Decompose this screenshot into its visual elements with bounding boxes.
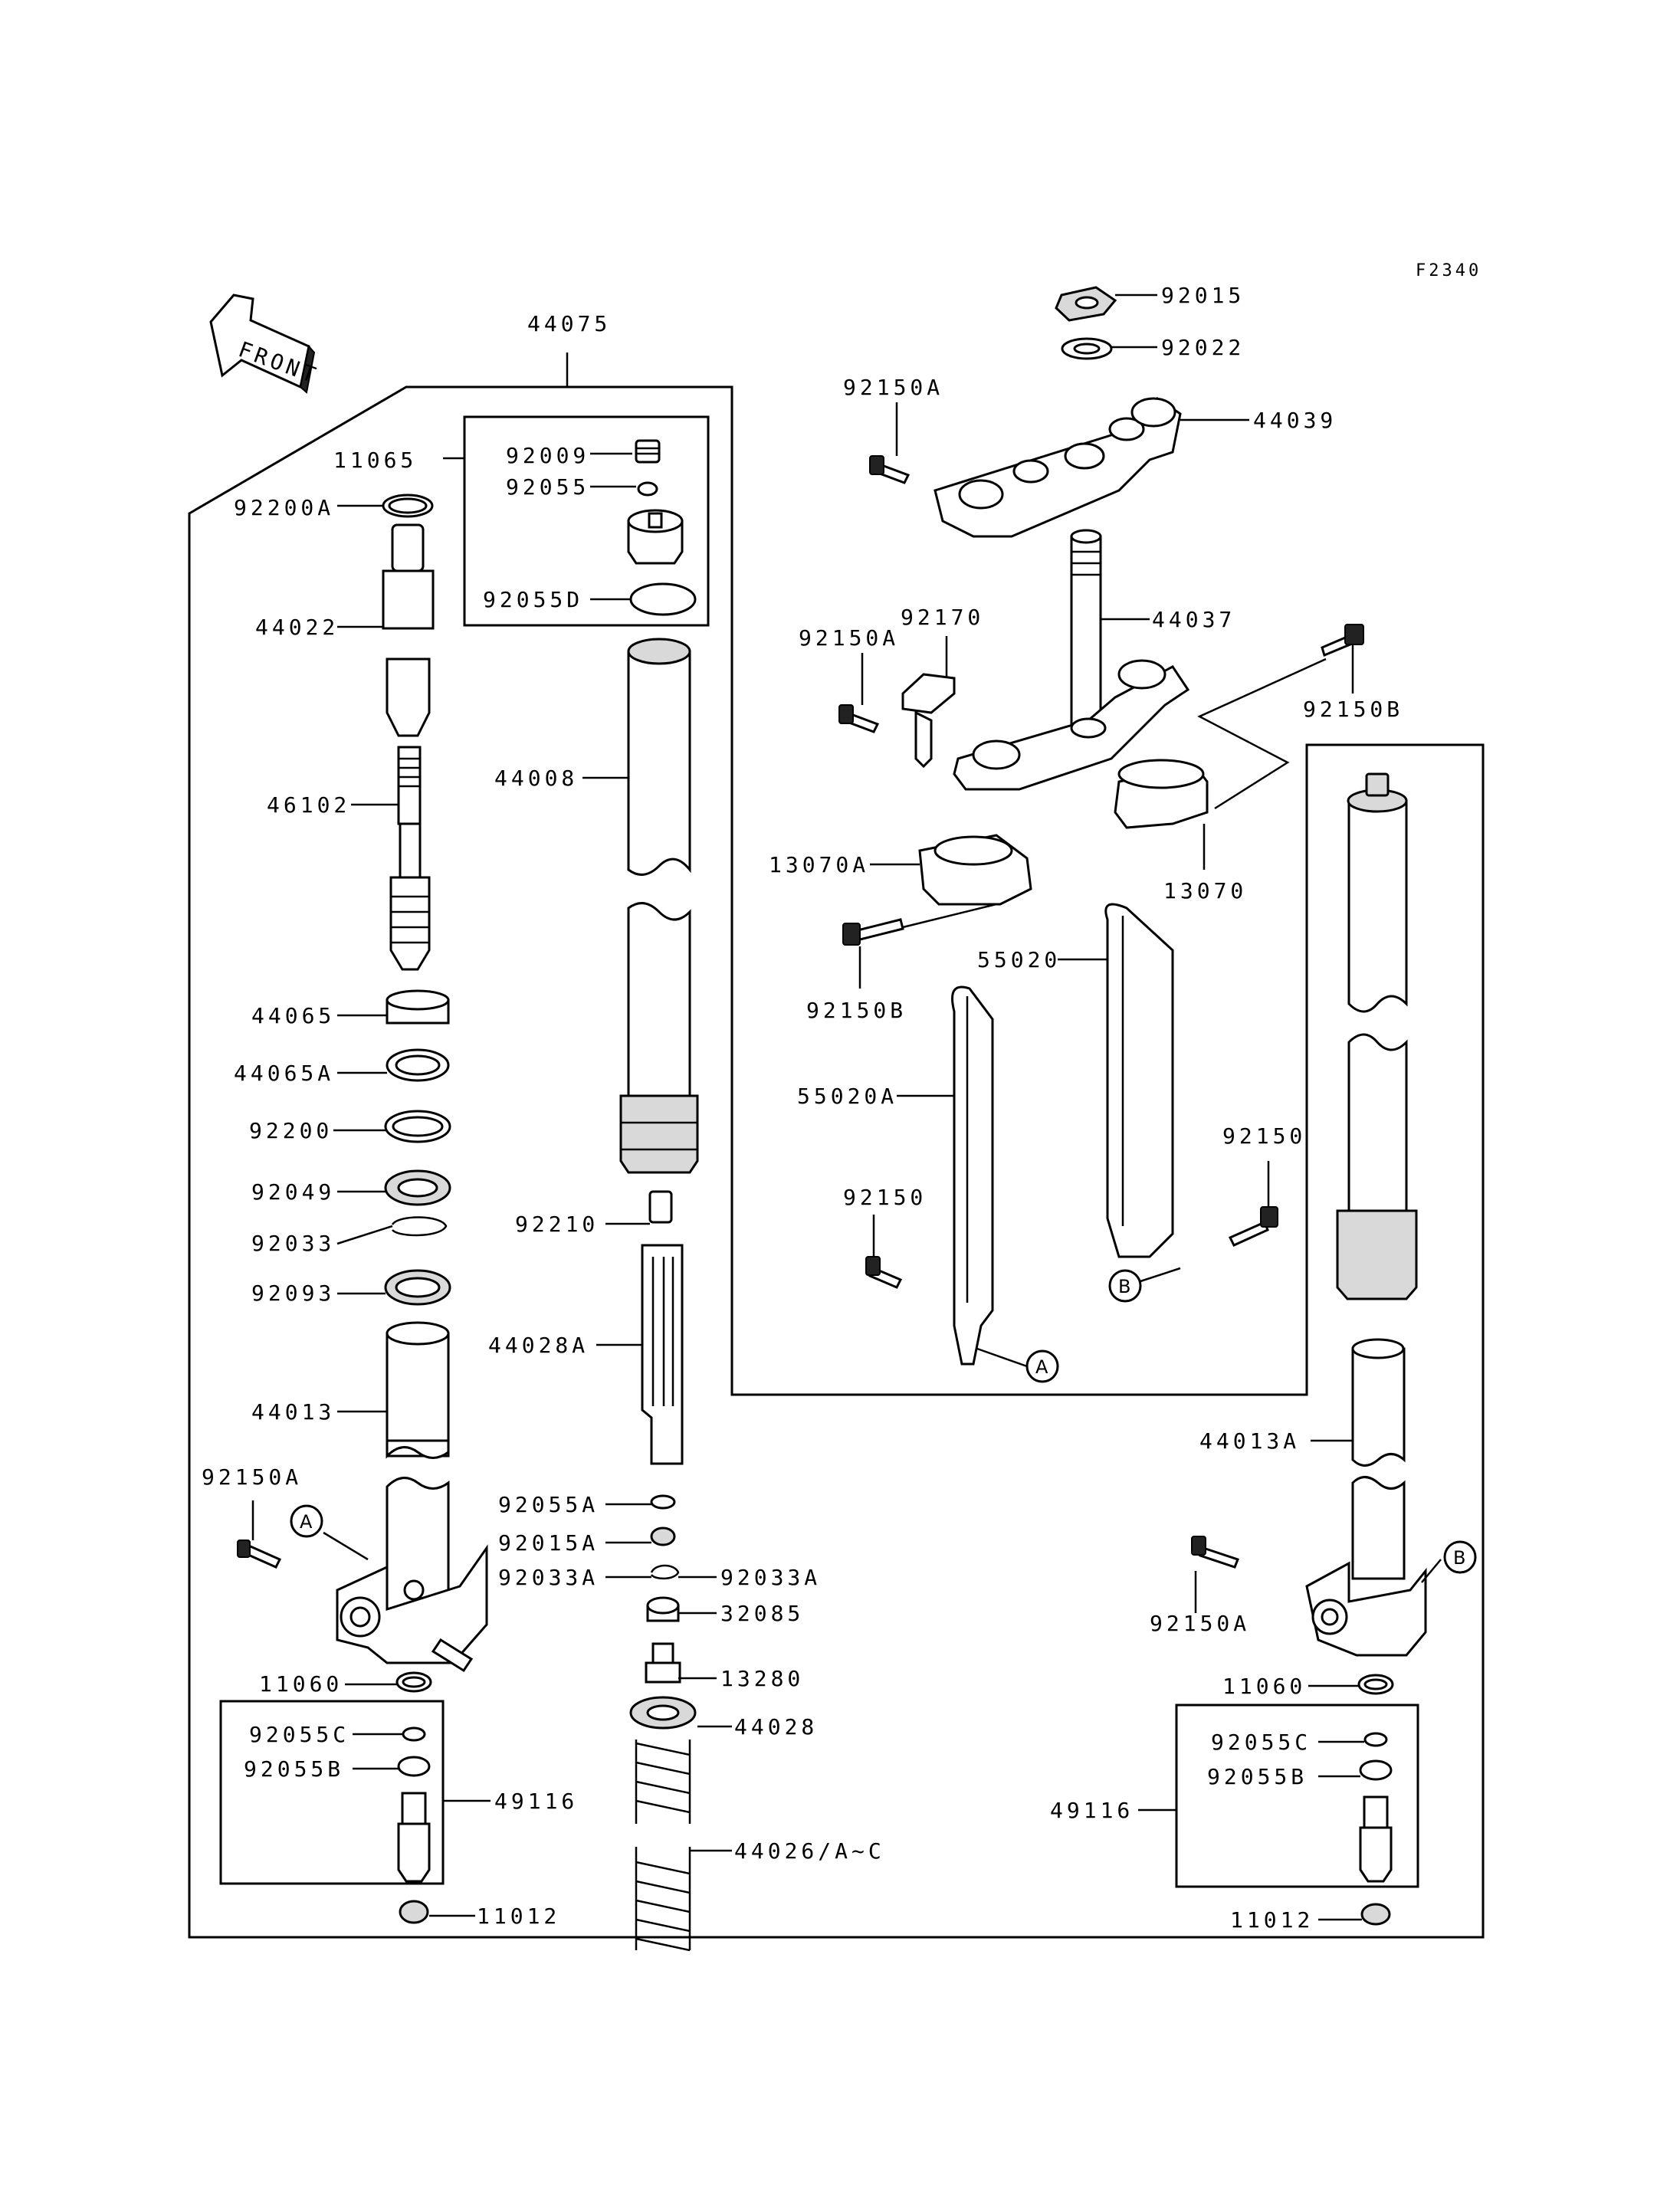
ref-marker-b-guard: B [1108, 1269, 1142, 1303]
diagram-code: F2340 [1416, 261, 1481, 280]
part-label-92055: 92055 [506, 474, 589, 500]
svg-text:A: A [1035, 1356, 1048, 1378]
fork-assembly-frame [188, 385, 1485, 1939]
ref-marker-a-right: A [1025, 1349, 1059, 1383]
part-label-92200A: 92200A [234, 495, 334, 520]
left-valve-kit-frame [219, 1700, 445, 1885]
front-direction-arrow-icon: FRONT [209, 293, 323, 394]
fork-cap-drawing [627, 439, 697, 616]
part-label-92150A-top: 92150A [843, 375, 943, 400]
ref-marker-b-right: B [1443, 1540, 1477, 1574]
part-label-92022: 92022 [1161, 335, 1245, 360]
middle-column-drawings [619, 638, 699, 1952]
part-label-92033A-left: 92033A [498, 1565, 599, 1590]
part-label-11060-left: 11060 [259, 1671, 343, 1697]
part-label-44065A: 44065A [234, 1061, 334, 1086]
part-label-92055B-left: 92055B [244, 1756, 344, 1782]
part-label-44037: 44037 [1152, 607, 1235, 632]
part-label-92150-left: 92150 [843, 1185, 927, 1210]
ref-marker-a-left: A [290, 1504, 323, 1538]
part-label-55020A: 55020A [797, 1084, 897, 1109]
left-fork-drawings [237, 494, 488, 1924]
part-label-55020: 55020 [977, 947, 1061, 972]
part-label-92150A-right: 92150A [1150, 1611, 1250, 1636]
steering-stem-drawings [838, 286, 1364, 946]
part-label-92150A-left: 92150A [202, 1464, 302, 1490]
part-label-44022: 44022 [255, 615, 339, 640]
part-label-32085: 32085 [720, 1601, 804, 1626]
part-label-92150A-mid: 92150A [799, 625, 899, 651]
part-label-44028: 44028 [734, 1714, 818, 1740]
part-label-44013: 44013 [251, 1399, 335, 1425]
part-labels: 44075 11065 92009 92055 92055D 92200A 44… [202, 283, 1403, 1933]
part-label-92009: 92009 [506, 443, 589, 468]
part-label-11012-left: 11012 [477, 1904, 560, 1929]
part-label-92049: 92049 [251, 1179, 335, 1205]
part-label-13070A: 13070A [769, 852, 869, 877]
part-label-92033: 92033 [251, 1231, 335, 1256]
part-label-92055C-right: 92055C [1211, 1730, 1311, 1755]
part-label-92055B-right: 92055B [1207, 1764, 1308, 1789]
part-label-44039: 44039 [1253, 408, 1337, 433]
part-label-92033A-right: 92033A [720, 1565, 821, 1590]
part-label-11012-right: 11012 [1230, 1907, 1314, 1933]
part-label-92150B-top: 92150B [1303, 697, 1403, 722]
part-label-44013A: 44013A [1199, 1428, 1300, 1454]
part-label-46102: 46102 [267, 792, 350, 818]
cap-bolt-kit-frame [463, 415, 710, 627]
part-label-49116-right: 49116 [1050, 1798, 1134, 1823]
part-label-44008: 44008 [494, 766, 578, 791]
svg-text:B: B [1118, 1276, 1130, 1297]
part-label-44026: 44026/A~C [734, 1838, 885, 1864]
fork-guards-drawings [865, 903, 1278, 1366]
part-label-92055A: 92055A [498, 1492, 599, 1517]
part-label-92055D: 92055D [483, 587, 583, 612]
right-valve-kit-frame [1175, 1703, 1419, 1888]
part-label-92150B-low: 92150B [806, 998, 907, 1023]
part-label-92200: 92200 [249, 1118, 333, 1143]
part-label-92210: 92210 [515, 1212, 599, 1237]
part-label-13070: 13070 [1163, 878, 1247, 903]
part-label-11065: 11065 [333, 448, 417, 473]
part-label-92015: 92015 [1161, 283, 1245, 308]
part-label-92093: 92093 [251, 1280, 335, 1306]
svg-text:A: A [300, 1511, 313, 1533]
right-fork-drawings [1191, 772, 1427, 1926]
part-label-44028A: 44028A [488, 1333, 589, 1358]
part-label-13280: 13280 [720, 1666, 804, 1691]
part-label-44075: 44075 [527, 311, 611, 336]
part-label-44065: 44065 [251, 1003, 335, 1028]
part-label-92015A: 92015A [498, 1530, 599, 1556]
svg-text:B: B [1453, 1547, 1465, 1569]
part-label-92150-right: 92150 [1222, 1123, 1306, 1149]
part-label-49116-left: 49116 [494, 1789, 578, 1814]
part-label-11060-right: 11060 [1222, 1674, 1306, 1699]
part-label-92055C-left: 92055C [249, 1722, 349, 1747]
leader-lines [251, 293, 1442, 1921]
part-label-92170: 92170 [901, 605, 984, 630]
